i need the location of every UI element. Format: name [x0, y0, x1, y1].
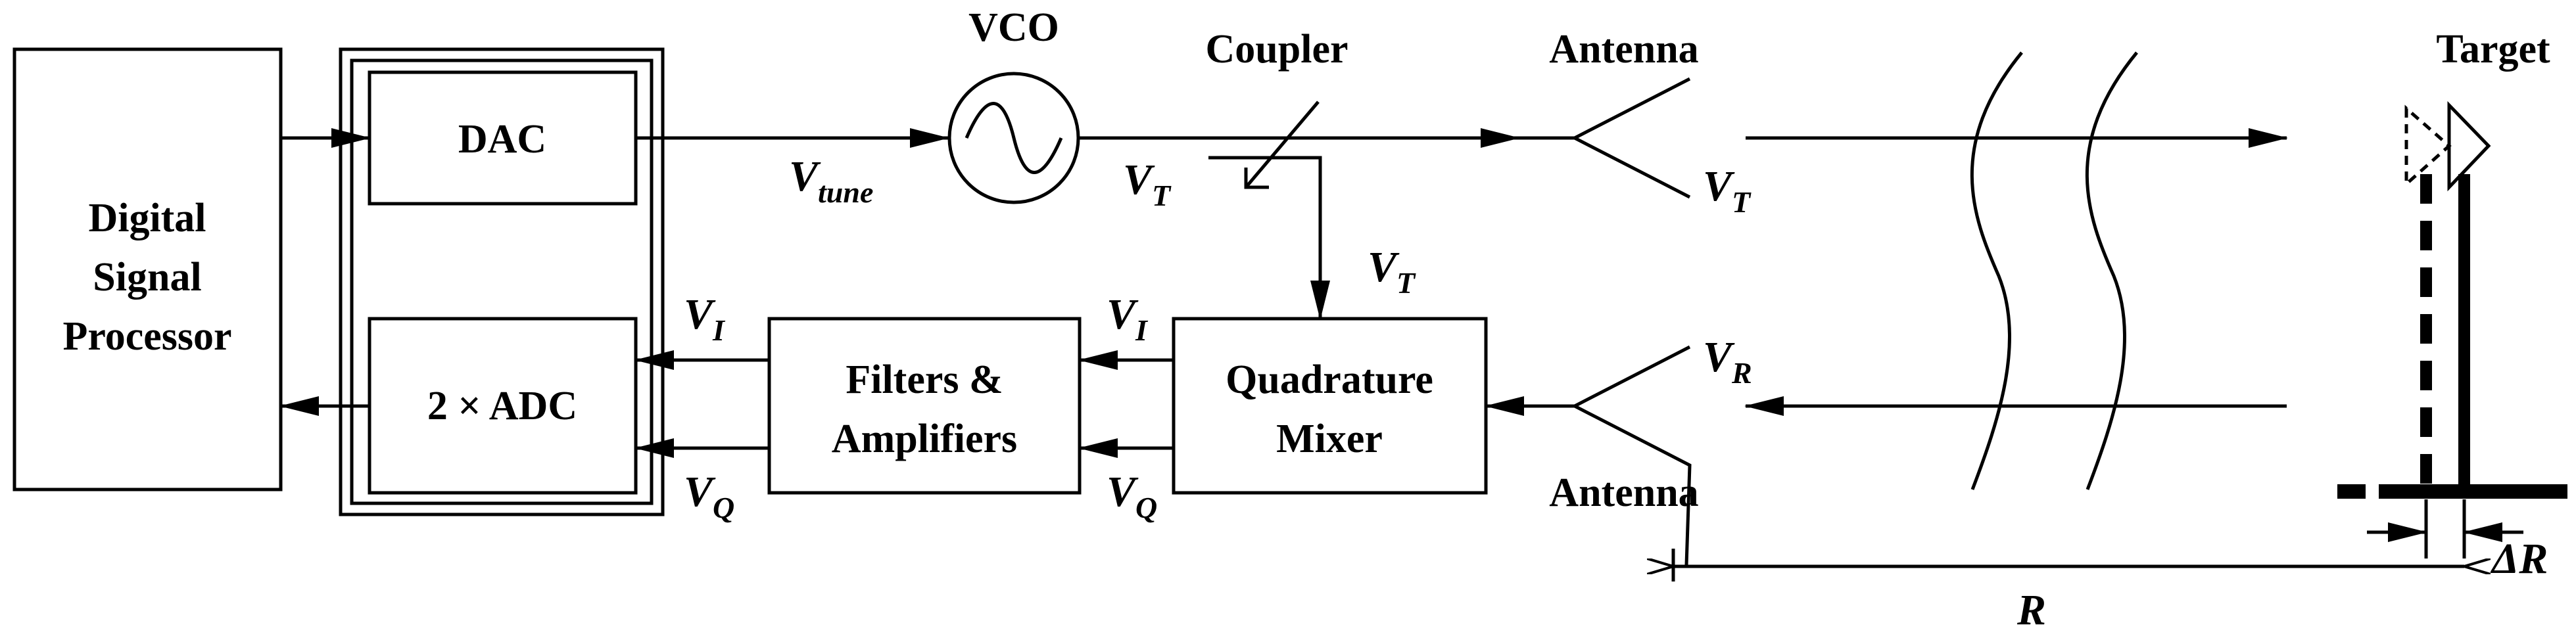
mixer-label-line1: Quadrature — [1226, 357, 1433, 402]
target-label: Target — [2436, 27, 2550, 72]
sine-wave-icon — [965, 102, 1063, 174]
adc-block: 2 × ADC — [368, 317, 638, 495]
tx-antenna-label: Antenna — [1549, 27, 1698, 72]
delta-range-label: ΔR — [2490, 535, 2548, 583]
delta-range-dimension: ΔR — [2367, 499, 2548, 583]
dac-label: DAC — [458, 117, 546, 162]
vco-block: VCO — [947, 5, 1080, 204]
coupler: Coupler VT — [1206, 27, 1416, 320]
vr-label: VR — [1703, 333, 1752, 390]
filters-block: Filters & Amplifiers — [767, 317, 1082, 495]
tx-antenna-icon — [1519, 77, 1691, 199]
coupler-tap-line — [1208, 156, 1322, 312]
dsp-label-line2: Signal — [93, 255, 201, 300]
distance-break-left — [1970, 51, 2023, 490]
target: Target — [2337, 27, 2567, 499]
converter-enclosure — [339, 47, 665, 516]
rx-antenna-label: Antenna — [1549, 470, 1698, 515]
dac-block: DAC — [368, 70, 638, 206]
tx-antenna: Antenna VT — [1519, 27, 1752, 219]
coupler-diagonal — [1245, 101, 1320, 189]
coupler-arrowhead-icon — [1244, 168, 1269, 189]
vi-mixer-label: VI — [1107, 290, 1149, 347]
filters-label-line1: Filters & — [846, 357, 1003, 402]
dsp-label-line1: Digital — [88, 196, 206, 240]
vco-label: VCO — [968, 5, 1059, 50]
adc-label: 2 × ADC — [427, 384, 577, 428]
coupler-label: Coupler — [1206, 27, 1348, 72]
vt-vco-label: VT — [1123, 156, 1172, 212]
reflector-icon — [2447, 101, 2491, 192]
vtune-label: Vtune — [789, 152, 873, 209]
vq-adc-label: VQ — [684, 468, 734, 524]
mixer-block: Quadrature Mixer — [1172, 317, 1488, 495]
range-dimension: R — [1673, 549, 2464, 634]
filters-label-line2: Amplifiers — [832, 417, 1017, 461]
dsp-label-line3: Processor — [62, 314, 231, 359]
rx-antenna: Antenna VR — [1549, 333, 1752, 566]
reflector-previous-icon — [2404, 104, 2452, 188]
vi-adc-label: VI — [684, 290, 726, 347]
vq-mixer-label: VQ — [1107, 468, 1157, 524]
range-label: R — [2016, 586, 2046, 634]
mixer-label-line2: Mixer — [1276, 417, 1383, 461]
vt-antenna-label: VT — [1703, 162, 1752, 219]
rx-antenna-icon — [1571, 345, 1692, 566]
dsp-block: Digital Signal Processor — [12, 47, 283, 491]
vt-coupler-label: VT — [1368, 243, 1416, 300]
distance-break-right — [2085, 51, 2138, 490]
